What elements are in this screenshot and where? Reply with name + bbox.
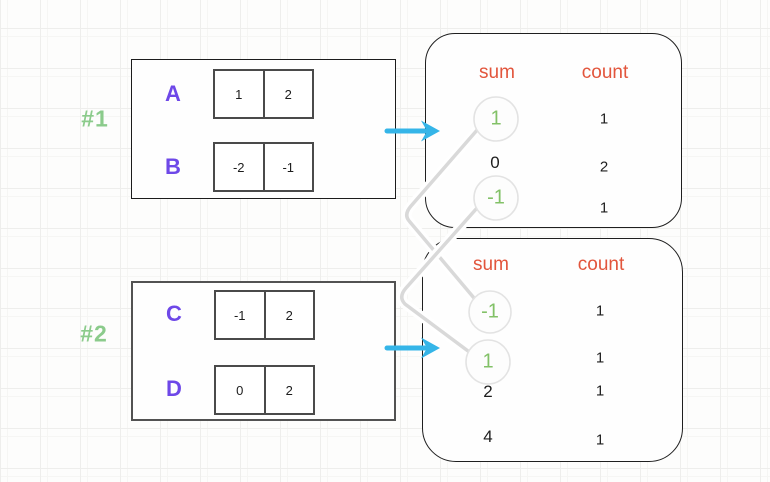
- array-a-cells: 1 2: [213, 69, 314, 119]
- group-1-label: #1: [81, 105, 109, 132]
- group-2-arrays-box: C -1 2 D 0 2: [131, 281, 396, 421]
- array-cell: -1: [233, 307, 246, 323]
- array-cell: 2: [263, 367, 314, 413]
- array-c-label: C: [166, 301, 182, 326]
- array-cell: -1: [262, 144, 313, 190]
- array-d-cells: 0 2: [214, 365, 315, 415]
- array-c-cells: -1 2: [214, 290, 315, 340]
- group-1-result-table: [425, 33, 682, 228]
- array-cell: 0: [236, 382, 244, 398]
- array-b-cells: -2 -1: [213, 142, 314, 192]
- array-d-label: D: [166, 376, 182, 401]
- group-2-label: #2: [80, 320, 108, 347]
- array-a-label: A: [165, 81, 181, 106]
- group-2-result-table: [422, 238, 683, 462]
- group-1-arrays-box: A 1 2 B -2 -1: [131, 59, 396, 199]
- array-b-label: B: [165, 154, 181, 179]
- array-cell: -2: [232, 159, 245, 175]
- array-cell: 1: [235, 86, 243, 102]
- array-cell: 2: [263, 292, 314, 338]
- array-cell: 2: [262, 71, 313, 117]
